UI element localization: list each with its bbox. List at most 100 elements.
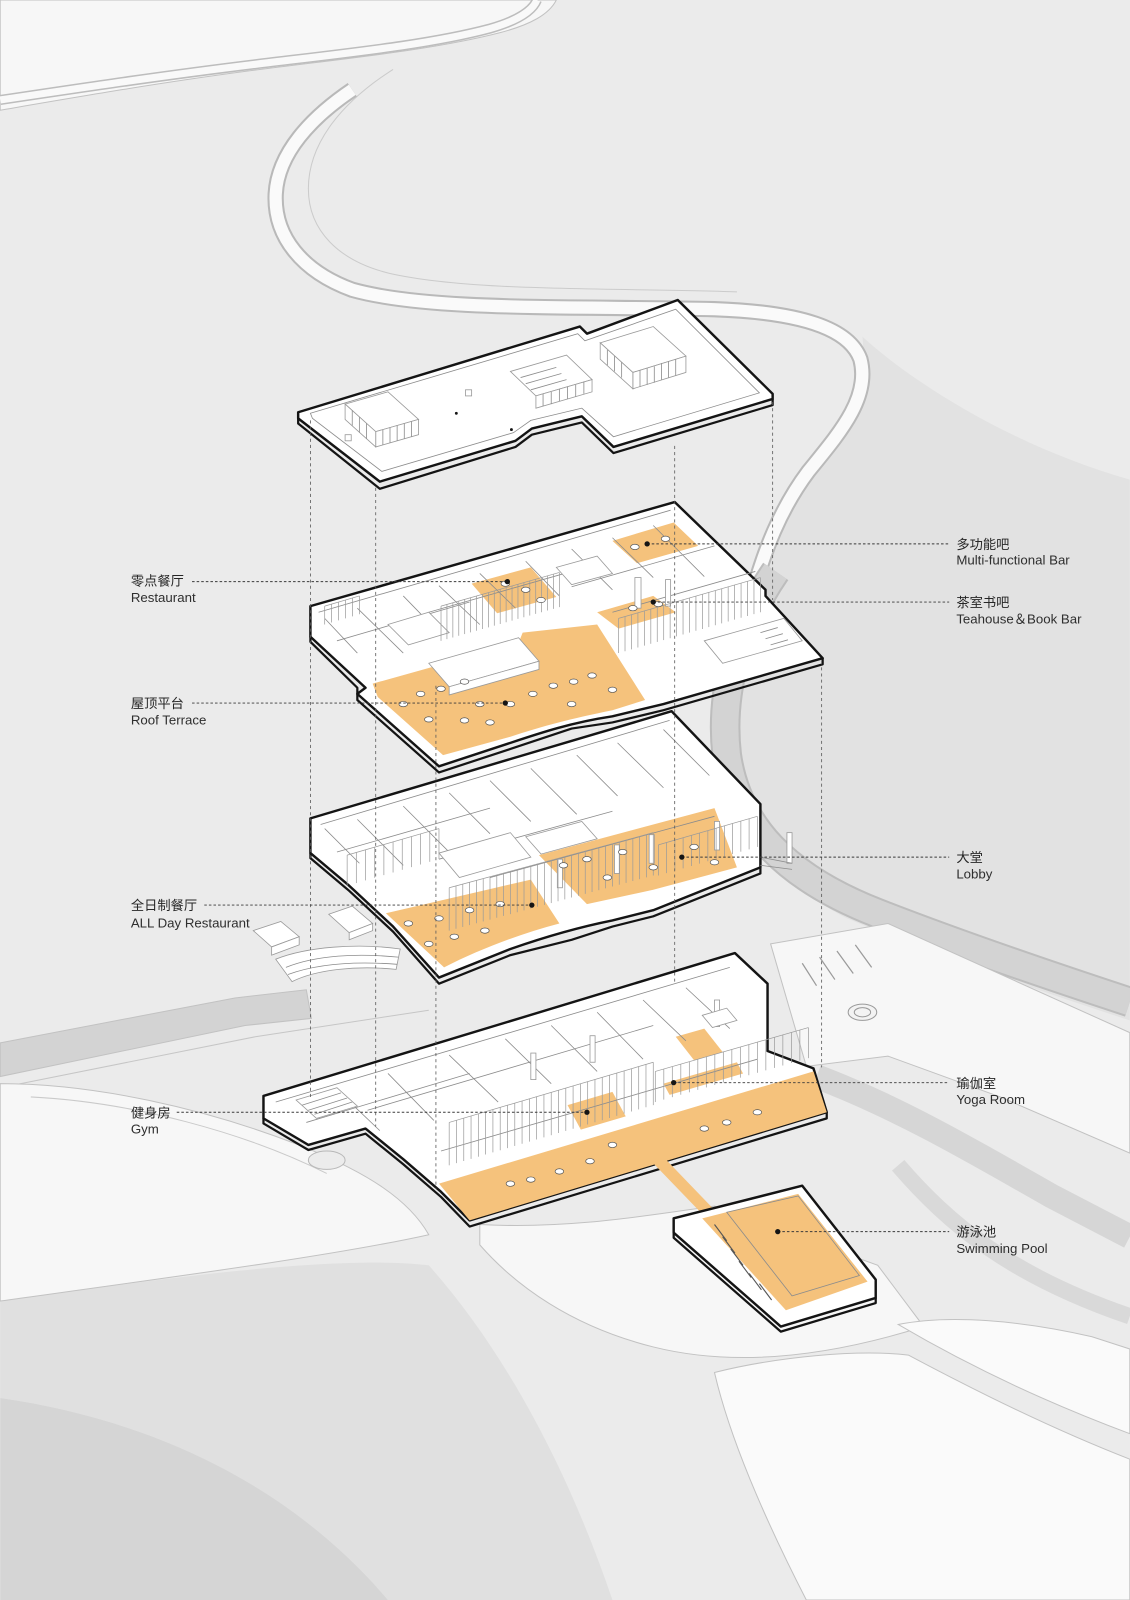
stair-block xyxy=(295,1087,359,1119)
multi-functional-bar-floor xyxy=(612,522,699,564)
table-set xyxy=(495,901,505,908)
room-block xyxy=(438,832,532,879)
table-set xyxy=(521,586,531,593)
label-gym-en: Gym xyxy=(131,1122,159,1137)
rooftop-pool-steps xyxy=(760,627,789,646)
roof-parapet xyxy=(309,308,761,472)
table-set xyxy=(398,701,408,708)
level-2-walls xyxy=(320,720,721,889)
table-set xyxy=(689,843,699,850)
level-1-facade xyxy=(448,1027,809,1166)
pool-lounger xyxy=(748,1273,762,1291)
pool-lounger xyxy=(722,1236,736,1254)
marker-lobby xyxy=(679,854,685,860)
marker-teahouse xyxy=(650,599,656,605)
facade-head xyxy=(324,595,360,607)
pool-loungers xyxy=(714,1224,773,1301)
contour-line-outer xyxy=(307,68,737,293)
roof-box-hatch xyxy=(351,410,412,445)
interior-corridor xyxy=(275,966,758,1152)
table-set xyxy=(602,874,612,881)
lower-slope xyxy=(0,1262,613,1600)
entry-road-edge xyxy=(0,1009,429,1089)
table-set xyxy=(475,701,485,708)
table-set xyxy=(459,678,470,685)
table-set xyxy=(699,1125,709,1132)
label-all-day-restaurant: 全日制餐厅 ALL Day Restaurant xyxy=(131,897,250,930)
level-1-slab-edge xyxy=(262,1112,828,1228)
table-set xyxy=(630,543,640,550)
label-all-day-restaurant-en: ALL Day Restaurant xyxy=(131,916,250,931)
table-set xyxy=(628,605,638,612)
pool-lounger xyxy=(730,1248,744,1266)
label-yoga-room-en: Yoga Room xyxy=(956,1092,1025,1107)
roof-plate xyxy=(296,298,774,490)
roof-slab-edge xyxy=(297,398,774,490)
pool-water xyxy=(702,1193,868,1311)
label-gym: 健身房 Gym xyxy=(131,1105,171,1136)
right-hillside xyxy=(732,336,1130,1021)
entrance-canopy-post xyxy=(786,832,793,864)
roof-stair-enclosure-left xyxy=(344,391,420,448)
table-set xyxy=(526,1176,536,1183)
column xyxy=(648,834,655,864)
restaurant-floor xyxy=(471,567,557,614)
lobby-floor xyxy=(538,808,737,905)
roof-box-front xyxy=(535,379,593,409)
table-set xyxy=(436,685,446,692)
column xyxy=(556,858,563,889)
round-plaza xyxy=(307,1150,346,1170)
table-set xyxy=(528,690,538,697)
pool-bridge xyxy=(653,1159,721,1221)
label-gym-zh: 健身房 xyxy=(131,1105,171,1121)
table-set xyxy=(709,859,720,866)
parking-stripe xyxy=(801,962,818,987)
table-set xyxy=(424,940,434,947)
label-swimming-pool-zh: 游泳池 xyxy=(956,1225,996,1241)
column xyxy=(589,1035,596,1063)
table-set xyxy=(424,716,434,723)
upper-contour-band xyxy=(0,0,541,104)
entrance-emblem xyxy=(847,1003,878,1021)
level-3-plate xyxy=(309,500,824,774)
label-roof-terrace: 屋顶平台 Roof Terrace xyxy=(131,696,207,727)
label-roof-terrace-en: Roof Terrace xyxy=(131,712,207,727)
table-set xyxy=(434,915,444,922)
marker-restaurant xyxy=(504,578,510,585)
table-set xyxy=(585,1158,595,1165)
lower-right-road-2 xyxy=(891,1159,1130,1325)
pavilion-wall xyxy=(348,922,374,941)
label-swimming-pool: 游泳池 Swimming Pool xyxy=(956,1225,1047,1256)
roof-vent xyxy=(344,434,352,442)
roof-skylight-center xyxy=(509,354,593,409)
label-teahouse-book-bar-zh: 茶室书吧 xyxy=(956,594,1009,611)
annotations: 零点餐厅 Restaurant 屋顶平台 Roof Terrace 全日制餐厅 … xyxy=(131,536,1082,1256)
label-multi-functional-bar: 多功能吧 Multi-functional Bar xyxy=(956,536,1070,567)
amphitheatre-steps xyxy=(285,954,399,975)
table-set xyxy=(536,596,546,604)
pool-lounger xyxy=(758,1283,773,1301)
level-3-facade xyxy=(324,572,761,654)
table-set xyxy=(607,1141,618,1148)
parking-stripes xyxy=(801,944,873,987)
column xyxy=(530,1052,537,1080)
level-3-walls xyxy=(318,509,803,696)
roof-drain xyxy=(510,428,513,432)
label-restaurant-zh: 零点餐厅 xyxy=(131,574,184,590)
table-set xyxy=(558,862,569,869)
level-1-plate xyxy=(262,951,828,1228)
table-set xyxy=(485,719,495,726)
room-block xyxy=(555,555,614,586)
table-set xyxy=(449,933,459,940)
label-lobby-en: Lobby xyxy=(956,867,992,882)
column xyxy=(634,577,642,609)
label-restaurant: 零点餐厅 Restaurant xyxy=(131,574,196,605)
table-set xyxy=(459,717,470,724)
level-3-slab-edge xyxy=(309,636,824,774)
table-set xyxy=(415,690,426,697)
table-set xyxy=(752,1109,762,1116)
pool-lounger xyxy=(738,1260,752,1278)
marker-all-day-restaurant xyxy=(529,902,535,908)
pool-edge xyxy=(726,1195,861,1297)
table-set xyxy=(587,672,597,679)
